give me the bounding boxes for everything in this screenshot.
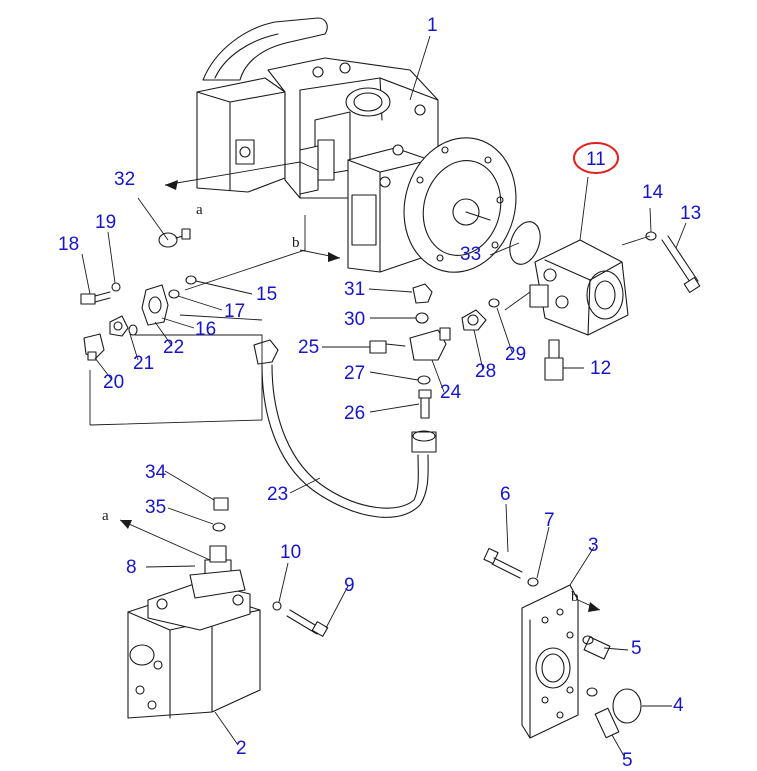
washer-7[interactable] xyxy=(527,577,539,587)
o-ring-35[interactable] xyxy=(212,522,226,532)
leader-lines xyxy=(81,35,687,757)
o-ring-29[interactable] xyxy=(488,298,500,308)
plug-30[interactable] xyxy=(415,312,429,324)
part-labels: 1 2 3 4 5 5 6 7 8 9 10 11 12 13 14 15 16… xyxy=(58,15,701,771)
part-label-7[interactable]: 7 xyxy=(544,510,555,531)
part-label-17[interactable]: 17 xyxy=(224,301,245,322)
bolt-18[interactable] xyxy=(80,291,111,305)
eye-bolt-32[interactable] xyxy=(158,228,191,248)
part-label-22[interactable]: 22 xyxy=(163,337,184,358)
plug-5-lower[interactable] xyxy=(586,687,620,739)
highlight-circle xyxy=(573,142,619,174)
bolt-6[interactable] xyxy=(483,547,523,579)
cover-plate-3[interactable] xyxy=(521,584,579,739)
part-label-2[interactable]: 2 xyxy=(236,738,247,759)
elbow-20[interactable] xyxy=(83,333,105,361)
o-ring-27[interactable] xyxy=(417,375,431,385)
valve-block-2[interactable] xyxy=(127,581,261,719)
ref-letter-a-top: a xyxy=(196,202,203,218)
nut-28[interactable] xyxy=(461,309,487,331)
ref-letter-b-main: b xyxy=(292,235,300,251)
part-label-9[interactable]: 9 xyxy=(344,575,355,596)
part-label-29[interactable]: 29 xyxy=(505,344,526,365)
part-label-25[interactable]: 25 xyxy=(298,337,319,358)
part-label-33[interactable]: 33 xyxy=(460,244,481,265)
plug-34[interactable] xyxy=(213,497,229,511)
connector-24[interactable] xyxy=(409,327,451,361)
washer-19[interactable] xyxy=(111,282,121,292)
bolt-9[interactable] xyxy=(286,609,329,637)
fitting-12[interactable] xyxy=(544,339,564,381)
part-label-14[interactable]: 14 xyxy=(642,182,664,203)
part-label-5a[interactable]: 5 xyxy=(631,638,642,659)
part-label-28[interactable]: 28 xyxy=(475,361,496,382)
part-label-21[interactable]: 21 xyxy=(133,353,154,374)
part-label-34[interactable]: 34 xyxy=(145,462,167,483)
reference-letters: a a b b xyxy=(102,202,579,605)
ref-letter-b-plate: b xyxy=(571,589,579,605)
part-label-23[interactable]: 23 xyxy=(267,484,288,505)
part-label-5b[interactable]: 5 xyxy=(622,750,633,771)
part-label-32[interactable]: 32 xyxy=(114,169,135,190)
o-ring-33[interactable] xyxy=(504,218,545,269)
bolt-13[interactable] xyxy=(661,235,701,294)
nut-21[interactable] xyxy=(109,315,129,337)
part-label-15[interactable]: 15 xyxy=(256,284,277,305)
part-label-8[interactable]: 8 xyxy=(126,557,137,578)
valve-8[interactable] xyxy=(189,545,246,599)
gear-pump-11[interactable] xyxy=(529,239,629,336)
part-label-26[interactable]: 26 xyxy=(344,403,365,424)
part-label-24[interactable]: 24 xyxy=(440,382,462,403)
adapter-26[interactable] xyxy=(418,389,432,419)
ref-letter-a-bottom: a xyxy=(102,508,109,524)
o-ring-17[interactable] xyxy=(168,289,180,299)
part-label-3[interactable]: 3 xyxy=(588,535,599,556)
hose-23[interactable] xyxy=(253,339,437,518)
part-label-30[interactable]: 30 xyxy=(344,309,365,330)
washer-14[interactable] xyxy=(645,231,657,241)
washer-10[interactable] xyxy=(272,601,282,611)
part-label-16[interactable]: 16 xyxy=(195,319,216,340)
part-label-10[interactable]: 10 xyxy=(280,542,301,563)
part-label-13[interactable]: 13 xyxy=(680,203,701,224)
part-label-18[interactable]: 18 xyxy=(58,234,79,255)
o-ring-15[interactable] xyxy=(185,275,197,285)
part-label-27[interactable]: 27 xyxy=(344,363,365,384)
part-label-6[interactable]: 6 xyxy=(500,484,511,505)
part-label-20[interactable]: 20 xyxy=(103,372,124,393)
part-label-11[interactable]: 11 xyxy=(586,149,606,170)
part-label-4[interactable]: 4 xyxy=(673,695,684,716)
part-label-12[interactable]: 12 xyxy=(590,358,611,379)
part-label-1[interactable]: 1 xyxy=(427,15,438,36)
main-pump-assembly[interactable] xyxy=(196,17,531,285)
part-label-19[interactable]: 19 xyxy=(95,212,116,233)
o-ring-4[interactable] xyxy=(612,688,642,724)
part-label-31[interactable]: 31 xyxy=(344,279,365,300)
flange-22[interactable] xyxy=(141,284,169,326)
reference-lines xyxy=(89,161,651,612)
union-25[interactable] xyxy=(369,340,406,354)
o-ring-21b[interactable] xyxy=(128,324,138,336)
part-label-35[interactable]: 35 xyxy=(145,497,166,518)
nut-31[interactable] xyxy=(412,283,433,304)
plug-5-upper[interactable] xyxy=(582,635,611,660)
